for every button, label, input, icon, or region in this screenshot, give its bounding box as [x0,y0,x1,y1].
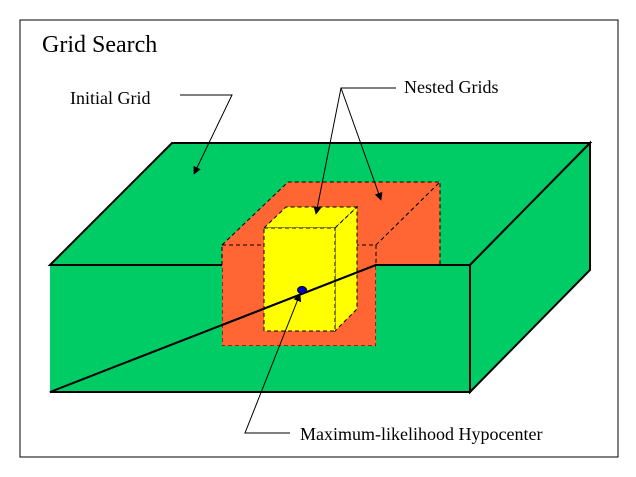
hypocenter-label: Maximum-likelihood Hypocenter [300,424,542,444]
nested-grid-inner-front-face [263,227,336,332]
initial-grid-leader [180,94,233,175]
nested-grids-label: Nested Grids [404,77,498,97]
title: Grid Search [42,32,157,58]
initial-grid-front-border [49,264,471,393]
hypocenter-dot [297,286,307,294]
nested-grids-leader-outer [340,87,383,201]
hypocenter-leader [244,293,302,434]
initial-grid-label: Initial Grid [70,88,150,108]
initial-grid-front-face [50,265,470,392]
